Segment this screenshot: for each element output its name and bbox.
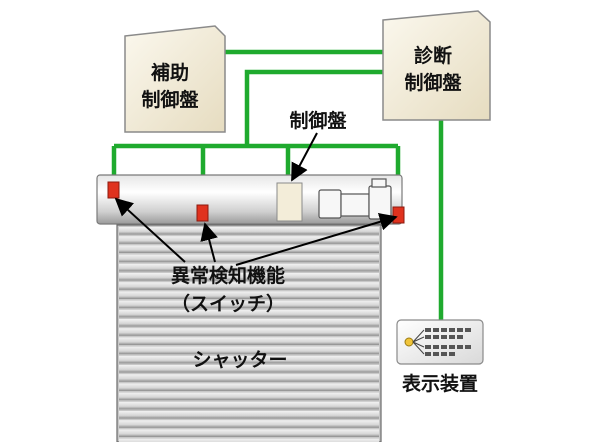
shutter-slat [119, 401, 379, 410]
aux-panel-label-line1: 補助 [150, 61, 189, 84]
arrow-to-sensor-right [235, 213, 398, 266]
shutter-slat [119, 346, 379, 355]
control-panel-box [276, 182, 303, 222]
shutter-slat [119, 383, 379, 391]
shutter-slat [119, 420, 379, 428]
shutter-curtain [116, 224, 382, 442]
shutter-slat [119, 438, 379, 442]
display-chart-icon [404, 328, 471, 356]
arrow-to-sensor-left [114, 197, 186, 263]
shutter-slat [119, 254, 379, 263]
anomaly-arrows [114, 197, 398, 266]
aux-panel-label-line2: 制御盤 [141, 88, 199, 111]
sensor-right [392, 206, 405, 224]
control-panel-pointer [291, 132, 318, 182]
wire-diag-to-bus [244, 69, 383, 146]
shutter-slat [119, 300, 379, 309]
control-panel-label: 制御盤 [289, 109, 347, 132]
sensor-middle [196, 204, 209, 222]
anomaly-label-line2: （スイッチ） [171, 292, 285, 315]
display-label: 表示装置 [402, 372, 478, 395]
shutter-slat [119, 337, 379, 345]
diag-panel-label-line1: 診断 [414, 44, 452, 67]
shutter-slat [119, 328, 379, 336]
arrow-to-sensor-middle [200, 222, 218, 263]
shutter-slat [119, 355, 379, 364]
shutter-slat [119, 236, 379, 244]
aux-control-panel: 補助 制御盤 [124, 25, 226, 133]
shutter-slat [119, 411, 379, 419]
shutter-slat [119, 245, 379, 253]
shutter-slat [119, 291, 379, 299]
shutter-slat [119, 365, 379, 373]
display-device [396, 319, 484, 365]
shutter-slat [119, 273, 379, 281]
shutter-slat [119, 319, 379, 327]
shutter-slat [119, 227, 379, 235]
shutter-slat [119, 282, 379, 290]
diag-control-panel: 診断 制御盤 [382, 10, 491, 121]
shutter-label: シャッター [192, 349, 287, 371]
diag-panel-label-line2: 制御盤 [404, 71, 462, 94]
motor-icon [318, 178, 392, 220]
shutter-slat [119, 263, 379, 272]
shutter-slat [119, 374, 379, 382]
sensor-left [107, 181, 120, 199]
shutter-slat [119, 429, 379, 437]
shutter-slats [119, 227, 379, 442]
anomaly-label-line1: 異常検知機能 [171, 264, 285, 287]
shutter-slat [119, 309, 379, 318]
shutter-slat [119, 392, 379, 401]
